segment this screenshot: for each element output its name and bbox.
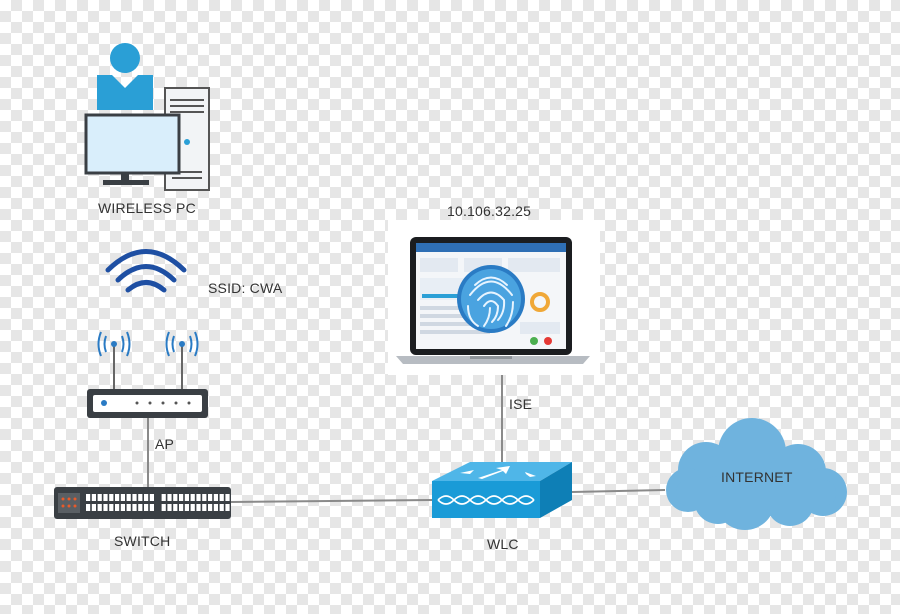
switch-port xyxy=(208,494,213,501)
switch-port xyxy=(138,504,143,511)
wireless-lan-controller-icon xyxy=(432,462,572,518)
switch-port xyxy=(179,504,184,511)
switch-port xyxy=(97,504,102,511)
switch-port xyxy=(132,504,137,511)
switch-port xyxy=(190,494,195,501)
switch-icon xyxy=(54,487,231,519)
switch-port xyxy=(138,494,143,501)
links xyxy=(147,360,666,503)
switch-port xyxy=(190,504,195,511)
switch-port xyxy=(97,494,102,501)
switch-port xyxy=(161,494,166,501)
switch-port xyxy=(161,504,166,511)
switch-port xyxy=(86,504,91,511)
switch-port xyxy=(225,494,230,501)
switch-port xyxy=(213,504,218,511)
switch-port xyxy=(179,494,184,501)
switch-port xyxy=(126,494,131,501)
switch-port xyxy=(86,494,91,501)
internet-label: INTERNET xyxy=(721,469,793,485)
switch-port xyxy=(103,494,108,501)
switch-port xyxy=(120,494,125,501)
switch-port xyxy=(213,494,218,501)
switch-port xyxy=(225,504,230,511)
switch-port xyxy=(126,504,131,511)
switch-port xyxy=(109,504,114,511)
switch-port xyxy=(167,494,172,501)
switch-port xyxy=(173,504,178,511)
switch-port xyxy=(202,494,207,501)
switch-port xyxy=(173,494,178,501)
switch-label: SWITCH xyxy=(114,533,171,549)
switch-port xyxy=(196,504,201,511)
switch-port xyxy=(115,504,120,511)
switch-port xyxy=(120,504,125,511)
link-wlc-internet xyxy=(571,489,666,493)
switch-port xyxy=(149,494,154,501)
ise-label: ISE xyxy=(509,396,533,412)
switch-port xyxy=(144,504,149,511)
wlc-label: WLC xyxy=(487,536,519,552)
switch-port xyxy=(132,494,137,501)
switch-port xyxy=(149,504,154,511)
cloud-icon xyxy=(666,418,847,530)
switch-port xyxy=(91,504,96,511)
switch-port xyxy=(103,504,108,511)
access-point-icon xyxy=(87,331,208,418)
switch-port xyxy=(208,504,213,511)
switch-port xyxy=(219,494,224,501)
link-switch-wlc xyxy=(229,499,433,503)
wireless-pc-label: WIRELESS PC xyxy=(98,200,196,216)
ise-ip-label: 10.106.32.25 xyxy=(447,203,532,219)
switch-port xyxy=(109,494,114,501)
switch-port xyxy=(184,504,189,511)
switch-port xyxy=(91,494,96,501)
desktop-user-icon xyxy=(84,43,210,191)
wifi-icon xyxy=(105,249,187,293)
switch-port xyxy=(202,504,207,511)
switch-port xyxy=(184,494,189,501)
ap-label: AP xyxy=(155,436,175,452)
switch-port xyxy=(219,504,224,511)
switch-port xyxy=(144,494,149,501)
switch-port xyxy=(115,494,120,501)
switch-port xyxy=(167,504,172,511)
ssid-label: SSID: CWA xyxy=(208,280,283,296)
laptop-fingerprint-icon xyxy=(388,220,600,375)
switch-port xyxy=(196,494,201,501)
